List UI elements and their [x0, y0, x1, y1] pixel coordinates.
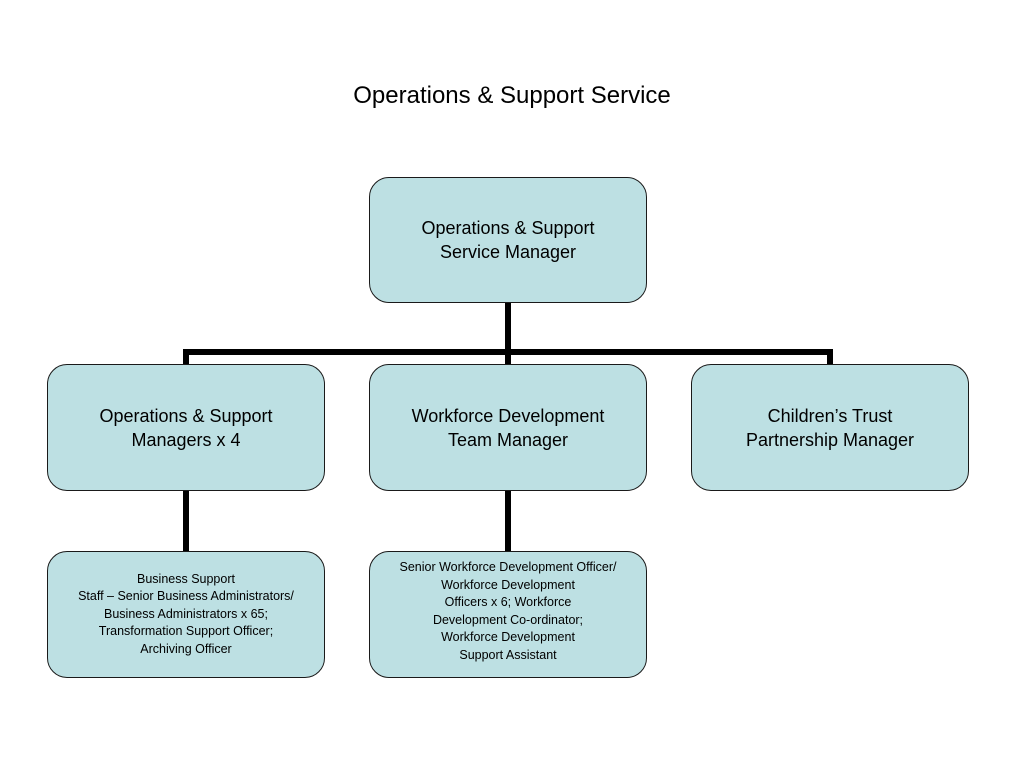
node-business-support-staff-label: Business Support Staff – Senior Business…	[78, 571, 294, 656]
node-workforce-development-team-manager: Workforce Development Team Manager	[369, 364, 647, 491]
node-childrens-trust-partnership-manager-label: Children’s Trust Partnership Manager	[745, 405, 915, 450]
page-title: Operations & Support Service	[353, 82, 671, 109]
node-service-manager: Operations & Support Service Manager	[369, 177, 647, 303]
node-service-manager-label: Operations & Support Service Manager	[421, 218, 595, 262]
node-workforce-development-staff: Senior Workforce Development Officer/ Wo…	[369, 551, 647, 678]
node-business-support-staff: Business Support Staff – Senior Business…	[47, 551, 325, 678]
node-operations-support-managers-label: Operations & Support Managers x 4	[99, 405, 273, 450]
node-workforce-development-team-manager-label: Workforce Development Team Manager	[411, 405, 605, 450]
node-workforce-development-staff-label: Senior Workforce Development Officer/ Wo…	[399, 560, 617, 662]
node-operations-support-managers: Operations & Support Managers x 4	[47, 364, 325, 491]
node-childrens-trust-partnership-manager: Children’s Trust Partnership Manager	[691, 364, 969, 491]
